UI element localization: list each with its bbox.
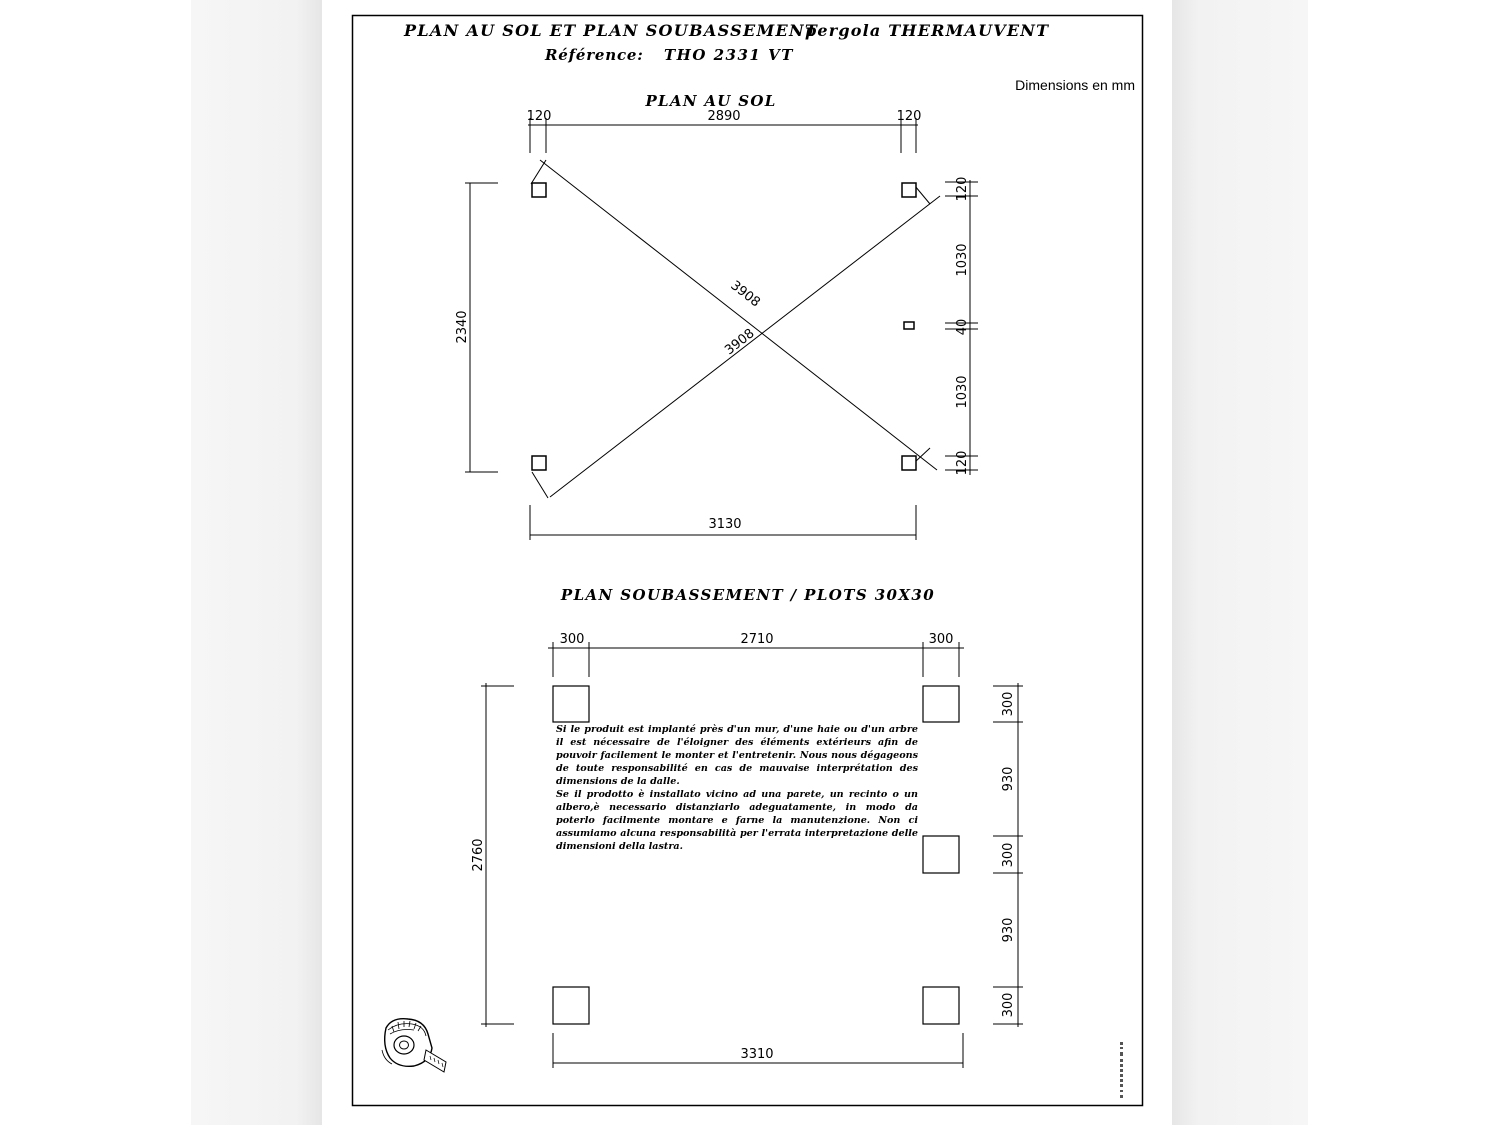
soub-right-dim-3: 300 (1001, 843, 1016, 868)
soub-bottom-dim: 3310 (740, 1047, 773, 1062)
post-top-right (901, 182, 917, 198)
drawing-border (351, 14, 1144, 1107)
plot-bottom-right (922, 986, 960, 1025)
units-note: Dimensions en mm (1015, 77, 1135, 93)
sol-right-dim-3: 40 (955, 319, 970, 336)
soub-top-dim-middle: 2710 (740, 632, 773, 647)
sol-top-dim-middle: 2890 (707, 109, 740, 124)
sol-top-dim-left: 120 (527, 109, 552, 124)
product-name: pergola THERMAUVENT (805, 21, 1049, 40)
plot-top-left (552, 685, 590, 723)
reference-label: Référence: (544, 46, 644, 64)
soub-left-dim: 2760 (471, 838, 486, 871)
drawing-title: PLAN AU SOL ET PLAN SOUBASSEMENT (403, 21, 818, 40)
sol-right-dim-4: 1030 (955, 375, 970, 408)
plan-soubassement-plots (552, 685, 960, 1025)
post-middle-right (903, 321, 915, 330)
installation-note-it: Se il prodotto è installato vicino ad un… (556, 789, 918, 852)
sol-bottom-dim: 3130 (708, 517, 741, 532)
sol-diagonal-dim-1: 3908 (727, 278, 762, 310)
soub-right-dim-5: 300 (1001, 993, 1016, 1018)
post-top-left (531, 182, 547, 198)
reference-value: THO 2331 VT (664, 46, 794, 64)
right-margin (1172, 0, 1308, 1125)
post-bottom-left (531, 455, 547, 471)
plot-bottom-left (552, 986, 590, 1025)
sol-right-dim-2: 1030 (955, 243, 970, 276)
post-bottom-right (901, 455, 917, 471)
installation-note-fr: Si le produit est implanté près d'un mur… (556, 724, 918, 787)
plot-middle-right (922, 835, 960, 874)
plot-top-right (922, 685, 960, 723)
sol-diagonal-dim-2: 3908 (722, 326, 757, 358)
plan-soubassement-dimension-lines (481, 642, 1023, 1068)
plan-au-sol-dimension-lines (465, 118, 978, 540)
soub-right-dim-1: 300 (1001, 692, 1016, 717)
tape-measure-icon (381, 1018, 447, 1073)
installation-note: Si le produit est implanté près d'un mur… (556, 723, 918, 853)
sol-left-dim: 2340 (455, 310, 470, 343)
soub-right-dim-2: 930 (1001, 767, 1016, 792)
drawing-sheet (322, 0, 1172, 1125)
plan-au-sol-title: PLAN AU SOL (644, 92, 776, 110)
soub-right-dim-4: 930 (1001, 918, 1016, 943)
left-margin (191, 0, 322, 1125)
vertical-stamp-mark (1120, 1042, 1123, 1098)
soub-top-dim-right: 300 (929, 632, 954, 647)
plan-soubassement-title: PLAN SOUBASSEMENT / PLOTS 30X30 (560, 586, 935, 604)
sol-right-dim-5: 120 (955, 451, 970, 476)
sol-top-dim-right: 120 (897, 109, 922, 124)
sol-right-dim-1: 120 (955, 177, 970, 202)
plan-au-sol-posts (531, 182, 917, 471)
soub-top-dim-left: 300 (560, 632, 585, 647)
